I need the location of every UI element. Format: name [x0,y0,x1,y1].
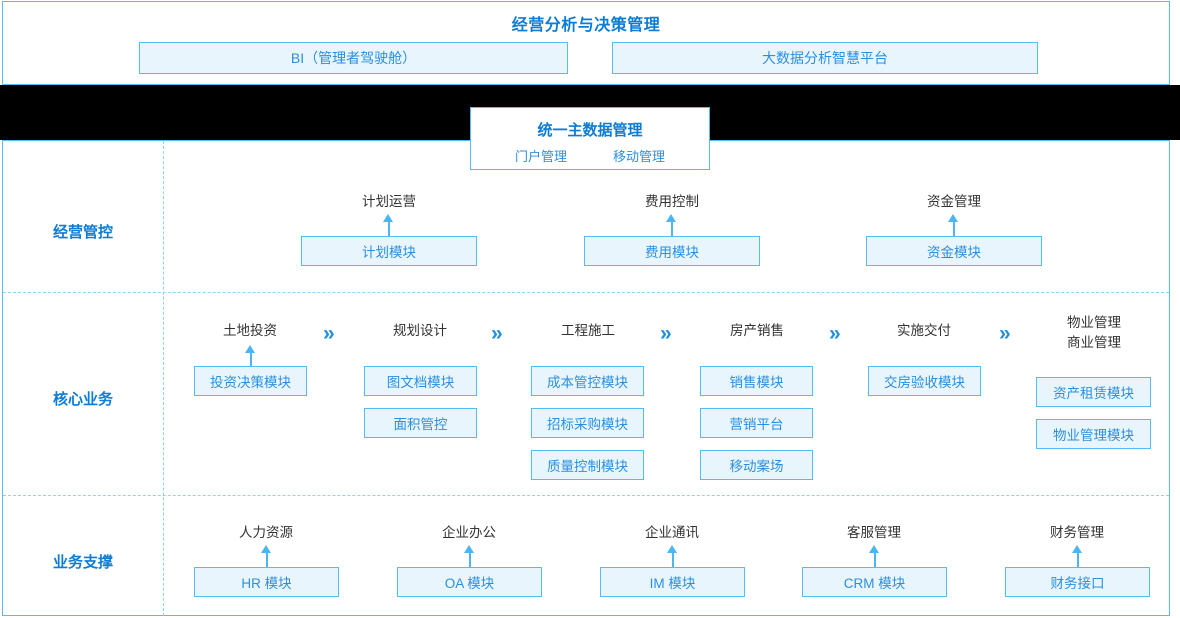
row-label-support: 业务支撑 [52,554,113,571]
row-separator-2 [3,495,1169,496]
module-quality-control[interactable]: 质量控制模块 [531,450,644,480]
caption-enterprise-office: 企业办公 [442,525,496,540]
arrow-customer-service [869,545,880,572]
arrow-plan-operation [383,214,394,241]
arrow-financial-management [1072,545,1083,572]
chevron-right-icon-5: » [999,322,1011,345]
module-sales[interactable]: 销售模块 [700,366,813,396]
top-section-title: 经营分析与决策管理 [511,17,661,34]
vertical-divider [163,141,164,616]
arrow-cost-control [666,214,677,241]
module-oa[interactable]: OA 模块 [397,567,542,597]
arrow-enterprise-office [464,545,475,572]
arrow-fund-management [948,214,959,241]
caption-fund-management: 资金管理 [927,194,981,209]
caption-implementation-delivery: 实施交付 [897,323,951,338]
arrow-land-investment [245,345,256,371]
caption-property-sales: 房产销售 [730,323,784,338]
row-label-core-business: 核心业务 [52,391,113,408]
portal-management-link[interactable]: 门户管理 [514,149,567,164]
module-fund[interactable]: 资金模块 [866,236,1042,266]
top-divider [2,84,1170,85]
module-handover-acceptance[interactable]: 交房验收模块 [868,366,981,396]
chevron-right-icon-2: » [491,322,503,345]
row-label-management: 经营管控 [52,224,113,241]
chevron-right-icon-1: » [323,322,335,345]
master-data-title: 统一主数据管理 [537,122,643,139]
arrow-enterprise-communication [667,545,678,572]
module-asset-leasing[interactable]: 资产租赁模块 [1036,377,1151,407]
module-im[interactable]: IM 模块 [600,567,745,597]
module-hr[interactable]: HR 模块 [194,567,339,597]
chevron-right-icon-3: » [660,322,672,345]
caption-enterprise-communication: 企业通讯 [645,525,699,540]
bigdata-platform-box[interactable]: 大数据分析智慧平台 [612,42,1038,74]
module-mobile-showroom[interactable]: 移动案场 [700,450,813,480]
arrow-human-resources [261,545,272,572]
master-data-card[interactable]: 统一主数据管理 门户管理 移动管理 [470,107,710,170]
module-document[interactable]: 图文档模块 [364,366,477,396]
module-area-control[interactable]: 面积管控 [364,408,477,438]
caption-human-resources: 人力资源 [239,525,293,540]
caption-engineering-construction: 工程施工 [561,323,615,338]
caption-customer-service: 客服管理 [847,525,901,540]
mobile-management-link[interactable]: 移动管理 [613,149,666,164]
module-expense[interactable]: 费用模块 [584,236,760,266]
module-investment-decision[interactable]: 投资决策模块 [194,366,307,396]
caption-property-commercial-management: 物业管理 商业管理 [1067,315,1121,350]
module-plan[interactable]: 计划模块 [301,236,477,266]
caption-plan-operation: 计划运营 [362,194,416,209]
chevron-right-icon-4: » [829,322,841,345]
module-marketing-platform[interactable]: 营销平台 [700,408,813,438]
caption-planning-design: 规划设计 [393,323,447,338]
module-property-management[interactable]: 物业管理模块 [1036,419,1151,449]
caption-cost-control: 费用控制 [645,194,699,209]
module-tender-procurement[interactable]: 招标采购模块 [531,408,644,438]
caption-land-investment: 土地投资 [223,323,277,338]
row-separator-1 [3,292,1169,293]
module-crm[interactable]: CRM 模块 [802,567,947,597]
module-finance-interface[interactable]: 财务接口 [1005,567,1150,597]
bi-cockpit-box[interactable]: BI（管理者驾驶舱） [139,42,568,74]
module-cost-control[interactable]: 成本管控模块 [531,366,644,396]
caption-financial-management: 财务管理 [1050,525,1104,540]
master-data-links: 门户管理 移动管理 [471,146,709,165]
